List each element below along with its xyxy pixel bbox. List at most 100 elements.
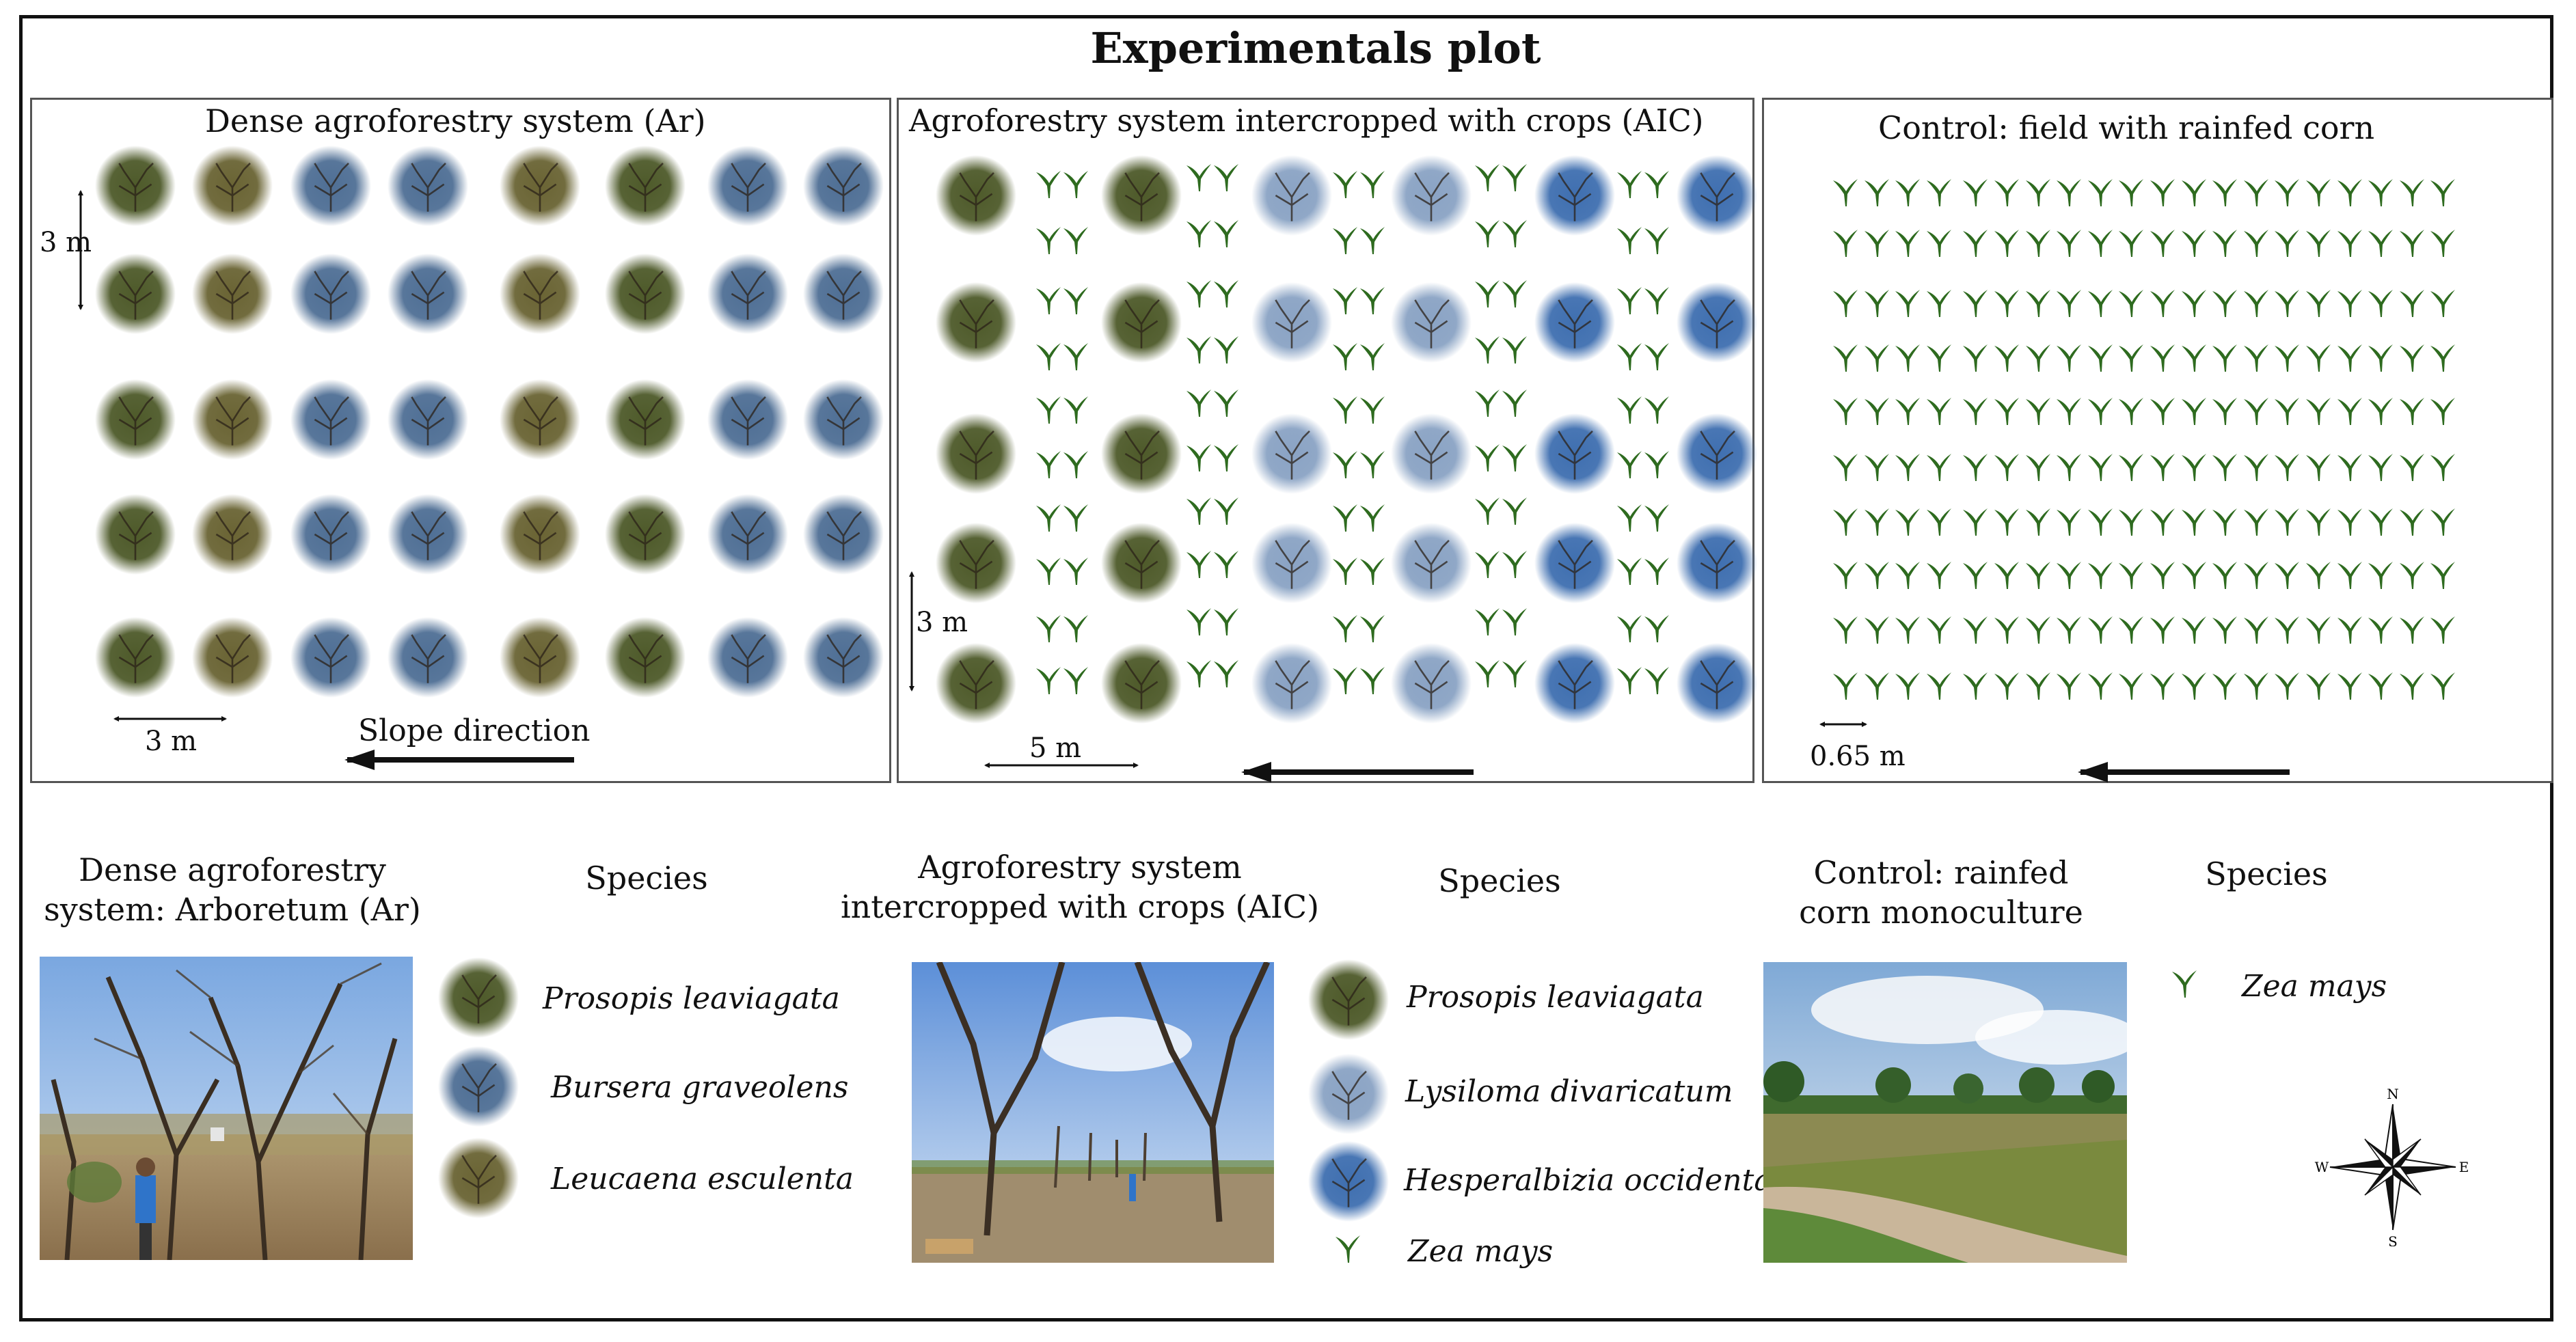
control-maize-0-17 [2368,179,2394,206]
aic-maize-4-9-b [1644,667,1669,694]
aic-tree-2-4 [1534,413,1615,494]
aic-maize-1-9-a [1187,660,1211,687]
control-maize-4-3 [1926,398,1951,425]
control-maize-0-13 [2243,179,2268,206]
aic-maize-3-7-a [1475,551,1500,578]
aic-horizontal-spacing-label: 5 m [1029,732,1082,764]
ar-tree-0-1 [192,146,273,226]
panel-ar-title: Dense agroforestry system (Ar) [205,102,706,139]
control-maize-0-4 [1963,179,1988,206]
control-maize-6-14 [2275,508,2300,536]
aic-maize-1-1-b [1214,220,1238,247]
control-maize-3-6 [2025,344,2050,372]
aic-tree-1-4 [1534,282,1615,363]
control-maize-5-6 [2025,454,2050,481]
control-maize-6-6 [2025,508,2050,536]
control-maize-2-6 [2025,290,2050,317]
aic-tree-2-2 [1251,413,1332,494]
control-maize-7-17 [2368,562,2394,589]
ar-tree-1-6 [707,254,788,334]
aic-maize-4-6-b [1644,504,1669,532]
control-maize-0-2 [1895,179,1921,206]
control-maize-6-9 [2119,508,2144,536]
ar-tree-4-7 [803,617,884,698]
control-maize-7-12 [2212,562,2238,589]
aic-maize-2-7-a [1333,558,1357,585]
aic-maize-2-5-a [1333,451,1357,478]
aic-maize-0-0-b [1063,171,1088,198]
control-maize-0-11 [2181,179,2206,206]
control-maize-9-5 [1994,672,2019,700]
aic-tree-2-3 [1391,413,1472,494]
aic-tree-2-0 [936,413,1016,494]
control-maize-2-19 [2430,290,2456,317]
legend-control-caption: Control: rainfed corn monoculture [1736,853,2146,932]
aic-maize-1-4-b [1214,389,1238,417]
ar-tree-3-6 [707,494,788,575]
ar-tree-1-7 [803,254,884,334]
aic-maize-4-4-a [1617,396,1642,424]
control-maize-7-10 [2150,562,2175,589]
control-maize-3-5 [1994,344,2019,372]
ar-tree-0-4 [500,146,580,226]
ar-tree-3-4 [500,494,580,575]
legend-aic-zea-icon [1336,1235,1360,1263]
control-maize-1-6 [2025,230,2050,257]
aic-maize-0-6-a [1036,504,1061,532]
control-maize-4-16 [2337,398,2362,425]
ar-tree-0-5 [605,146,686,226]
control-maize-4-14 [2275,398,2300,425]
control-maize-9-17 [2368,672,2394,700]
control-maize-5-17 [2368,454,2394,481]
aic-tree-4-0 [936,643,1016,724]
control-maize-1-8 [2087,230,2113,257]
control-maize-7-8 [2087,562,2113,589]
aic-maize-0-8-b [1063,615,1088,642]
aic-maize-1-9-b [1214,660,1238,687]
aic-tree-4-4 [1534,643,1615,724]
panel-control-title: Control: field with rainfed corn [1878,109,2375,146]
control-maize-6-7 [2057,508,2082,536]
legend-aic-species-2: Lysiloma divaricatum [1405,1074,1733,1109]
ar-tree-0-2 [290,146,371,226]
control-horizontal-spacing-label: 0.65 m [1810,741,1906,772]
control-maize-2-9 [2119,290,2144,317]
control-maize-0-3 [1926,179,1951,206]
control-maize-0-9 [2119,179,2144,206]
control-maize-0-1 [1864,179,1889,206]
aic-maize-3-4-b [1502,389,1527,417]
aic-maize-4-6-a [1617,504,1642,532]
ar-tree-2-3 [388,379,468,460]
legend-aic-species-header: Species [1438,862,1561,899]
control-maize-6-3 [1926,508,1951,536]
control-maize-5-4 [1963,454,1988,481]
control-maize-9-14 [2275,672,2300,700]
control-maize-3-3 [1926,344,1951,372]
aic-maize-4-9-a [1617,667,1642,694]
control-maize-0-5 [1994,179,2019,206]
aic-vertical-spacing-label: 3 m [916,607,968,638]
control-maize-6-12 [2212,508,2238,536]
compass-s: S [2388,1233,2398,1246]
aic-maize-4-8-b [1644,615,1669,642]
aic-maize-0-9-b [1063,667,1088,694]
control-maize-3-11 [2181,344,2206,372]
control-maize-7-7 [2057,562,2082,589]
aic-tree-0-1 [1101,155,1182,236]
aic-maize-0-0-a [1036,171,1061,198]
aic-tree-0-5 [1677,155,1757,236]
control-maize-5-2 [1895,454,1921,481]
ar-tree-0-0 [95,146,176,226]
control-maize-6-18 [2399,508,2424,536]
ar-tree-4-5 [605,617,686,698]
control-maize-2-1 [1864,290,1889,317]
ar-tree-2-2 [290,379,371,460]
control-maize-3-7 [2057,344,2082,372]
aic-maize-1-0-a [1187,164,1211,191]
ar-tree-1-1 [192,254,273,334]
ar-tree-4-0 [95,617,176,698]
control-maize-7-1 [1864,562,1889,589]
ar-tree-3-7 [803,494,884,575]
control-maize-3-17 [2368,344,2394,372]
aic-tree-1-5 [1677,282,1757,363]
